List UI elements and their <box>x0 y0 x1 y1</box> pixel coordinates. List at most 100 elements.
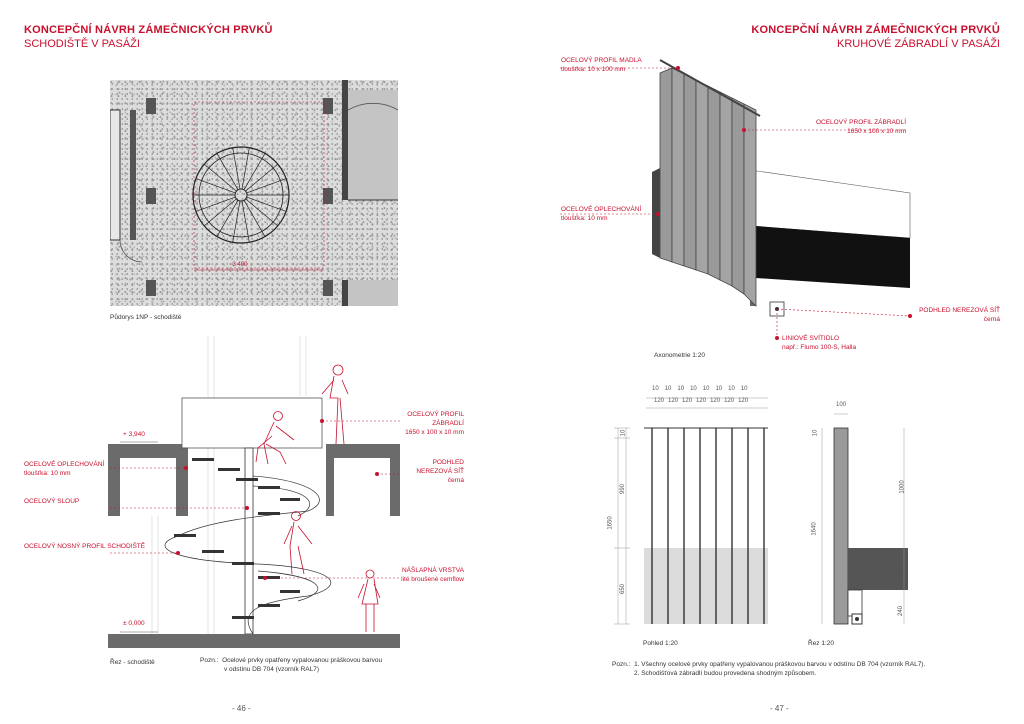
elevation-drawing <box>614 397 768 625</box>
dim-left-top: 10 <box>620 429 627 437</box>
dim-section-total: 1640 <box>811 522 818 536</box>
stair-tread-line <box>245 198 279 227</box>
label-plechovani-right: OCELOVÉ OPLECHOVÁNÍ tloušťka: 10 mm <box>561 205 641 223</box>
spacing-dim-2: 120 <box>668 398 679 404</box>
stair-tread-line <box>243 153 266 190</box>
stair-tread-line <box>203 163 237 192</box>
spacing-dim-3: 120 <box>682 398 693 404</box>
left-note-line2: v odstínu DB 704 (vzorník RAL7) <box>224 666 320 673</box>
label-madlo-detail: tloušťka: 10 x 100 mm <box>561 66 626 73</box>
axonometry <box>560 48 1000 348</box>
label-profil-zabradli-right: OCELOVÝ PROFIL ZÁBRADLÍ 1650 x 100 x 10 … <box>810 118 906 136</box>
label-podhled-title: PODHLED <box>432 459 464 466</box>
left-page-title: KONCEPČNÍ NÁVRH ZÁMEČNICKÝCH PRVKŮ <box>24 24 273 36</box>
label-zabradli-title: OCELOVÝ PROFIL ZÁBRADLÍ <box>407 411 464 427</box>
floor-plan-drawing: 3 400 <box>110 80 398 306</box>
axonometry-drawing <box>560 59 912 340</box>
label-podhled-color: černá <box>447 477 464 484</box>
level-bottom: ± 0,000 <box>123 620 145 627</box>
label-podhled-right: PODHLED NEREZOVÁ SÍŤ černá <box>900 306 1000 324</box>
label-naslapna-detail: lité broušené cemflow <box>401 576 464 583</box>
label-svitidlo: LINIOVÉ SVÍTIDLO např.: Flumo 100-S, Hal… <box>782 334 856 352</box>
section-caption-right: Řez 1:20 <box>808 640 835 647</box>
left-note-line1: Ocelové prvky opatřeny vypalovanou prášk… <box>222 657 383 664</box>
label-podhled-material: NEREZOVÁ SÍŤ <box>416 468 464 475</box>
label-naslapna-title: NÁŠLAPNÁ VRSTVA <box>401 567 464 574</box>
right-page-subtitle: KRUHOVÉ ZÁBRADLÍ V PASÁŽI <box>836 38 1000 50</box>
elevation-view <box>596 380 796 636</box>
label-zabradli-right-title: OCELOVÝ PROFIL ZÁBRADLÍ <box>815 119 906 126</box>
right-note-1: 1. Všechny ocelové prvky opatřeny vypalo… <box>634 661 926 668</box>
stair-tread-line <box>216 153 239 190</box>
spacing-dim-4: 120 <box>696 398 707 404</box>
stair-section <box>98 336 400 652</box>
dim-section-slab: 400 <box>898 567 905 579</box>
stair-tread-line <box>232 200 241 243</box>
stair-tread-line <box>246 196 287 212</box>
gap-dim-6: 10 <box>715 386 723 392</box>
plan-caption: Půdorys 1NP - schodiště <box>110 314 182 321</box>
dim-left-upper: 990 <box>620 483 627 495</box>
left-note-prefix: Pozn.: <box>200 657 219 664</box>
stair-tread-line <box>195 196 236 212</box>
label-svitidlo-title: LINIOVÉ SVÍTIDLO <box>782 335 840 342</box>
label-plechovani-detail: tloušťka: 10 mm <box>24 470 71 477</box>
dim-section-small: 10 <box>812 429 819 437</box>
label-podhled-right-color: černá <box>983 316 1000 323</box>
gap-dim-5: 10 <box>702 386 710 392</box>
dim-left-total: 1650 <box>607 516 614 530</box>
railing-section <box>800 396 920 636</box>
spacing-dim-5: 120 <box>710 398 721 404</box>
stair-section-drawing <box>98 336 400 648</box>
level-top: + 3,940 <box>123 431 145 438</box>
stair-tread-line <box>241 200 250 243</box>
label-zabradli-detail: 1650 x 100 x 10 mm <box>405 429 464 436</box>
stair-tread-line <box>243 200 266 237</box>
label-sloup: OCELOVÝ SLOUP <box>24 498 80 505</box>
label-podhled: PODHLED NEREZOVÁ SÍŤ černá <box>410 458 464 485</box>
label-plechovani-right-detail: tloušťka: 10 mm <box>561 215 608 222</box>
stair-tread-line <box>195 178 236 194</box>
dim-section-upper: 1000 <box>899 480 906 494</box>
section-caption: Řez - schodiště <box>110 659 155 666</box>
label-naslapna: NÁŠLAPNÁ VRSTVA lité broušené cemflow <box>394 566 464 584</box>
axonometry-caption: Axonometrie 1:20 <box>654 352 705 359</box>
elevation-caption: Pohled 1:20 <box>643 640 678 647</box>
spacing-dim-6: 120 <box>724 398 735 404</box>
stair-tread-line <box>245 163 279 192</box>
stair-tread-line <box>241 147 250 190</box>
plan-dimension: 3 400 <box>232 262 248 268</box>
label-nosny-profil: OCELOVÝ NOSNÝ PROFIL SCHODIŠTĚ <box>24 543 146 550</box>
right-note: Pozn.: 1. Všechny ocelové prvky opatřeny… <box>612 660 925 678</box>
gap-dim-7: 10 <box>728 386 735 392</box>
label-plechovani: OCELOVÉ OPLECHOVÁNÍ tloušťka: 10 mm <box>24 460 104 478</box>
floor-plan: 3 400 <box>110 80 398 306</box>
label-madlo-title: OCELOVÝ PROFIL MADLA <box>561 57 642 64</box>
stair-tread-line <box>232 147 241 190</box>
label-plechovani-right-title: OCELOVÉ OPLECHOVÁNÍ <box>561 206 642 213</box>
label-svitidlo-detail: např.: Flumo 100-S, Halla <box>782 344 857 351</box>
elevation-dims-gaps: 10 10 10 10 10 10 10 10 <box>652 386 748 392</box>
railing-section-drawing <box>821 413 908 625</box>
label-profil-zabradli: OCELOVÝ PROFIL ZÁBRADLÍ 1650 x 100 x 10 … <box>378 410 464 437</box>
gap-dim-2: 10 <box>664 386 672 392</box>
gap-dim-8: 10 <box>740 386 748 392</box>
label-zabradli-right-detail: 1650 x 100 x 10 mm <box>847 128 906 135</box>
dim-left-lower: 650 <box>620 583 627 595</box>
right-note-2: 2. Schodišťová zábradlí budou provedena … <box>634 670 817 677</box>
gap-dim-4: 10 <box>690 386 697 392</box>
dim-section-top: 100 <box>836 402 847 408</box>
gap-dim-3: 10 <box>677 386 685 392</box>
spacing-dim-1: 120 <box>654 398 665 404</box>
label-madlo: OCELOVÝ PROFIL MADLA tloušťka: 10 x 100 … <box>561 56 642 74</box>
label-plechovani-title: OCELOVÉ OPLECHOVÁNÍ <box>24 461 105 468</box>
right-page-title: KONCEPČNÍ NÁVRH ZÁMEČNICKÝCH PRVKŮ <box>751 24 1000 36</box>
gap-dim-1: 10 <box>652 386 659 392</box>
left-note: Pozn.: Ocelové prvky opatřeny vypalovano… <box>200 656 382 674</box>
right-note-prefix: Pozn.: <box>612 661 631 668</box>
spacing-dim-7: 120 <box>738 398 749 404</box>
stair-tread-line <box>246 178 287 194</box>
stair-tread-line <box>216 200 239 237</box>
page-number-left: - 46 - <box>232 704 251 713</box>
page-number-right: - 47 - <box>770 704 789 713</box>
